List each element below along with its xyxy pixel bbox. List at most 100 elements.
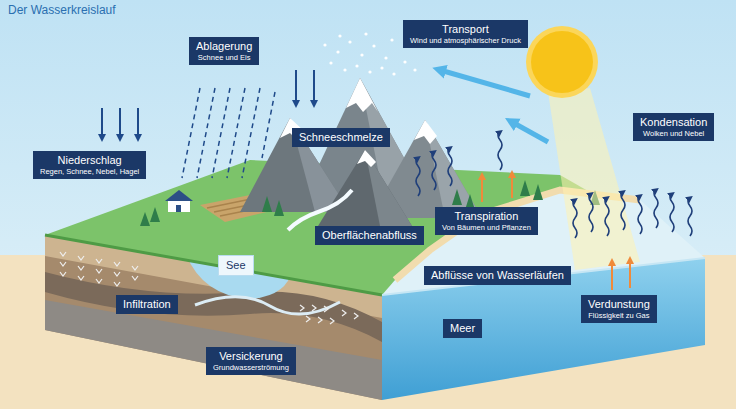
label-subtext: Wolken und Nebel <box>640 129 707 138</box>
label-heading: Oberflächenabfluss <box>322 229 417 242</box>
snow-dots-part <box>323 43 326 46</box>
evaporation-part <box>621 192 625 230</box>
transport-arrows <box>440 70 548 142</box>
snow-dots-part <box>413 68 416 71</box>
soil-section-part <box>195 297 340 314</box>
precipitation-part <box>119 108 121 138</box>
soil-section-part-part <box>330 318 334 324</box>
land-surface-part <box>382 258 705 295</box>
label-box: Oberflächenabfluss <box>315 226 424 245</box>
precipitation-part-part <box>227 88 245 178</box>
label-box: AblagerungSchnee und Eis <box>189 37 259 65</box>
soil-section-part-part <box>114 282 120 286</box>
snow-dots-part <box>360 53 363 56</box>
soil-section-part-part <box>114 272 120 276</box>
precipitation-part-part <box>262 92 275 158</box>
snow-dots-part <box>343 68 346 71</box>
soil-section-part-part <box>96 259 102 263</box>
trees-part <box>452 189 462 205</box>
soil-section-part-part <box>96 269 102 273</box>
label-box: VersickerungGrundwasserströmung <box>206 347 296 375</box>
evaporation-part <box>573 200 577 238</box>
snow-dots-part <box>384 56 387 59</box>
label-heading: Abflüsse von Wasserläufen <box>431 269 564 282</box>
label-box: See <box>218 255 254 276</box>
label-heading: Transpiration <box>442 210 531 223</box>
mountains-part <box>414 120 437 144</box>
trees-part <box>533 184 543 200</box>
trees-part <box>520 180 530 196</box>
evaporation-part <box>416 158 420 196</box>
soil-section-part-part <box>78 256 84 260</box>
snow-dots-part <box>364 32 367 35</box>
snow-dots-part <box>368 70 371 73</box>
precipitation-part-part <box>242 88 260 178</box>
soil-section-part-part <box>342 310 346 316</box>
label-box: Meer <box>443 319 482 338</box>
evaporation-part <box>589 194 593 232</box>
soil-section-part-part <box>324 306 328 312</box>
label-subtext: Regen, Schnee, Nebel, Hagel <box>40 167 139 176</box>
label-box: TransportWind und atmosphärischer Druck <box>403 20 528 48</box>
soil-section-part-part <box>60 252 66 256</box>
sun-part <box>531 31 593 93</box>
evaporation-part <box>432 152 436 190</box>
label-subtext: Schnee und Eis <box>196 53 252 62</box>
soil-section-part-part <box>306 316 310 322</box>
transpiration-arrows-part <box>611 262 613 290</box>
label-box: NiederschlagRegen, Schnee, Nebel, Hagel <box>33 151 146 179</box>
snow-dots-part <box>390 38 393 41</box>
label-heading: Verdunstung <box>588 298 650 311</box>
evaporation-part <box>654 190 658 228</box>
label-heading: Schneeschmelze <box>299 131 383 144</box>
mountains-part <box>357 150 376 167</box>
label-box: KondensationWolken und Nebel <box>633 113 714 141</box>
precipitation-part <box>137 108 139 138</box>
evaporation-part <box>605 198 609 236</box>
soil-section-part <box>45 300 382 400</box>
label-box: Schneeschmelze <box>292 128 390 147</box>
label-subtext: Wind und atmosphärischer Druck <box>410 36 521 45</box>
sea-section-part <box>382 258 705 400</box>
trees-part <box>274 200 284 216</box>
soil-section-part-part <box>132 276 138 280</box>
evaporation-part <box>638 196 642 234</box>
label-box: Abflüsse von Wasserläufen <box>424 266 571 285</box>
evaporation-part <box>448 148 452 186</box>
transport-arrows-part <box>440 70 530 96</box>
mountains-part <box>288 190 352 230</box>
soil-section-part-part <box>78 266 84 270</box>
precipitation-part <box>182 88 275 178</box>
snow-dots-part <box>392 72 395 75</box>
label-subtext: Flüssigkeit zu Gas <box>588 311 650 320</box>
mountains-part <box>346 78 378 112</box>
label-subtext: Grundwasserströmung <box>213 363 289 372</box>
soil-section-part-part <box>318 317 322 323</box>
label-heading: Meer <box>450 322 475 335</box>
precipitation-part-part <box>212 88 230 178</box>
label-heading: Niederschlag <box>40 154 139 167</box>
label-box: TranspirationVon Bäumen und Pflanzen <box>435 207 538 235</box>
soil-section-part-part <box>312 305 316 311</box>
diagram-title: Der Wasserkreislauf <box>8 3 116 17</box>
label-heading: Versickerung <box>213 350 289 363</box>
snow-dots-part <box>329 61 332 64</box>
sun-part <box>548 88 640 270</box>
evaporation-part <box>670 194 674 232</box>
label-heading: Infiltration <box>123 298 171 311</box>
transpiration-arrows-part <box>629 260 631 288</box>
trees-part <box>262 196 272 212</box>
precipitation-part <box>295 70 297 104</box>
soil-section-part-part <box>60 262 66 266</box>
precipitation-part <box>101 108 103 138</box>
soil-section-part-part <box>60 272 66 276</box>
label-heading: Transport <box>410 23 521 36</box>
precipitation-part-part <box>182 88 200 178</box>
soil-section-part-part <box>132 266 138 270</box>
sea-section <box>382 258 705 400</box>
snow-dots-part <box>336 50 339 53</box>
fields-house-part <box>165 190 193 201</box>
snow-dots-part <box>338 34 341 37</box>
